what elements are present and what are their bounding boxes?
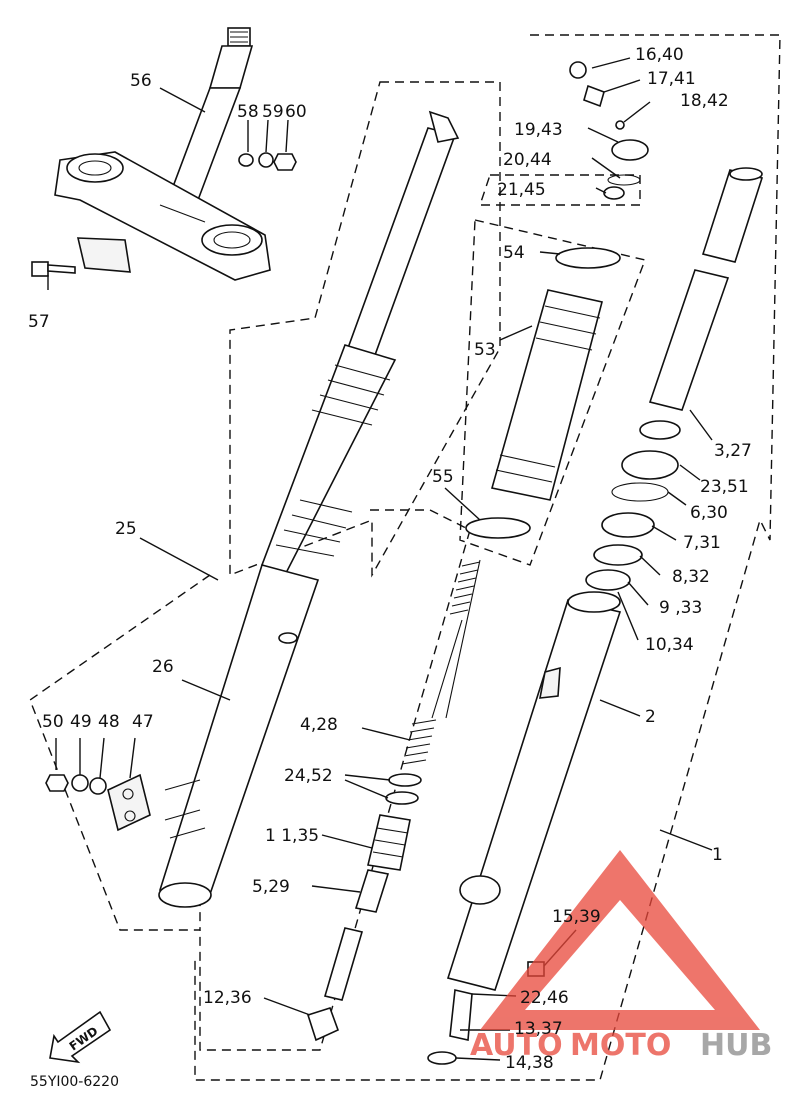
label-16-40: 16,40	[635, 45, 684, 65]
watermark-moto: MOTO	[570, 1028, 671, 1063]
label-5-29: 5,29	[252, 877, 290, 897]
cap-group-boundary	[479, 174, 641, 206]
label-13-37: 13,37	[514, 1019, 563, 1039]
seal-ring-stack	[585, 420, 681, 591]
watermark-auto: AUTO	[470, 1028, 563, 1063]
boot-clamp-55	[465, 517, 531, 539]
left-outer-tube	[158, 564, 320, 908]
label-17-41: 17,41	[647, 69, 696, 89]
part-labels: 56 58 59 60 57 16,40 17,41 18,42 19,43 2…	[28, 45, 752, 1073]
label-48: 48	[98, 712, 120, 732]
label-25: 25	[115, 519, 137, 539]
left-fork-boot	[260, 344, 397, 577]
label-9-33: 9 ,33	[659, 598, 702, 618]
label-53: 53	[474, 340, 496, 360]
label-24-52: 24,52	[284, 766, 333, 786]
label-55: 55	[432, 467, 454, 487]
label-2: 2	[645, 707, 656, 727]
label-49: 49	[70, 712, 92, 732]
fork-spring	[401, 559, 481, 765]
label-6-30: 6,30	[690, 503, 728, 523]
label-20-44: 20,44	[503, 150, 552, 170]
label-8-32: 8,32	[672, 567, 710, 587]
diagram-code: 55YI00-6220	[30, 1074, 119, 1090]
clamp-bolt	[31, 261, 76, 277]
label-56: 56	[130, 71, 152, 91]
damper-rod	[354, 869, 390, 913]
label-11-35: 1 1,35	[265, 826, 319, 846]
rebound-spring	[367, 814, 411, 871]
label-54: 54	[503, 243, 525, 263]
label-1: 1	[712, 845, 723, 865]
right-inner-tube-upper	[701, 167, 764, 263]
label-22-46: 22,46	[520, 988, 569, 1008]
watermark-logo: AUTO MOTO HUB	[470, 850, 772, 1063]
leader-lines	[47, 57, 713, 1061]
oil-lock-piece	[323, 927, 364, 1001]
right-inner-tube-lower	[648, 269, 730, 411]
axle-studs	[164, 779, 206, 839]
label-47: 47	[132, 712, 154, 732]
label-59: 59	[262, 102, 284, 122]
left-leg-boundary	[229, 81, 501, 578]
bolt-washer-set-48-50	[45, 774, 107, 795]
label-18-42: 18,42	[680, 91, 729, 111]
left-inner-tube	[346, 110, 460, 356]
label-10-34: 10,34	[645, 635, 694, 655]
label-57: 57	[28, 312, 50, 332]
label-3-27: 3,27	[714, 441, 752, 461]
label-14-38: 14,38	[505, 1053, 554, 1073]
label-50: 50	[42, 712, 64, 732]
watermark-hub: HUB	[700, 1028, 772, 1063]
label-15-39: 15,39	[552, 907, 601, 927]
label-60: 60	[285, 102, 307, 122]
fwd-arrow: FWD	[49, 1010, 112, 1064]
right-fork-boot	[490, 247, 621, 501]
label-23-51: 23,51	[700, 477, 749, 497]
spacer-washers	[385, 773, 422, 805]
right-outer-tube	[446, 591, 622, 991]
cap-bolt-parts	[569, 61, 649, 200]
boot-boundary	[459, 219, 646, 566]
piece-12	[306, 1007, 340, 1042]
label-19-43: 19,43	[514, 120, 563, 140]
label-12-36: 12,36	[203, 988, 252, 1008]
label-26: 26	[152, 657, 174, 677]
caliper-bracket-47	[107, 773, 151, 832]
label-21-45: 21,45	[497, 180, 546, 200]
under-bracket	[54, 151, 271, 281]
label-4-28: 4,28	[300, 715, 338, 735]
watermark-triangle	[480, 850, 760, 1030]
label-7-31: 7,31	[683, 533, 721, 553]
washer-nut-set-58-60	[238, 152, 297, 171]
inner-parts-boundary	[199, 509, 471, 1051]
bracket-clamp	[76, 237, 131, 273]
label-58: 58	[237, 102, 259, 122]
